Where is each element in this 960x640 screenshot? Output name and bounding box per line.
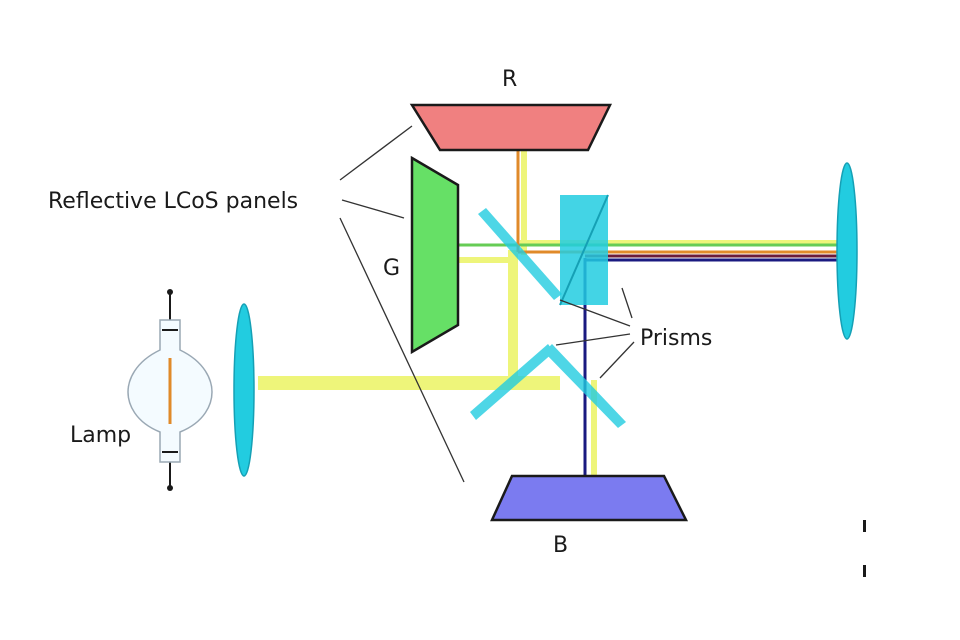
lower-splitter-left [470,344,554,420]
leader-prism-4 [599,341,635,379]
lamp-lead-top-cap [167,289,173,295]
prisms-label: Prisms [640,326,712,351]
yellow-beam-vertical-lower [508,250,518,385]
leader-prism-2 [559,299,631,327]
output-beam-yellow [520,240,838,245]
light-beams [258,128,838,492]
leader-to-green [341,199,405,219]
leader-to-red [339,125,413,181]
corner-mark-top [863,520,866,532]
lower-splitter-right [544,344,626,428]
prism-cube [559,194,609,306]
green-lcos-panel [410,155,460,355]
leader-prism-3 [555,333,631,346]
lamp-lead-bottom-cap [167,485,173,491]
lamp-icon [127,289,213,491]
upper-splitter [478,208,562,300]
lamp-beam [258,376,560,390]
yellow-beam-to-green [455,257,515,263]
blue-lcos-panel [490,474,689,522]
yellow-beam-to-blue [591,380,597,492]
leader-lines [339,125,635,483]
blue-panel-label: B [553,533,568,558]
leader-prism-1 [621,287,633,319]
leader-to-blue [339,217,465,483]
red-lcos-panel [409,103,613,152]
lcos-panels-label: Reflective LCoS panels [48,189,298,214]
projection-lens [836,162,858,340]
yellow-beam-to-red [521,145,527,255]
prism-diagonal [559,194,609,306]
green-panel-label: G [383,256,400,281]
condenser-lens [233,303,255,477]
lamp-label: Lamp [70,423,131,448]
red-panel-label: R [502,67,517,92]
corner-mark-bottom [863,565,866,577]
splitters [470,208,626,428]
